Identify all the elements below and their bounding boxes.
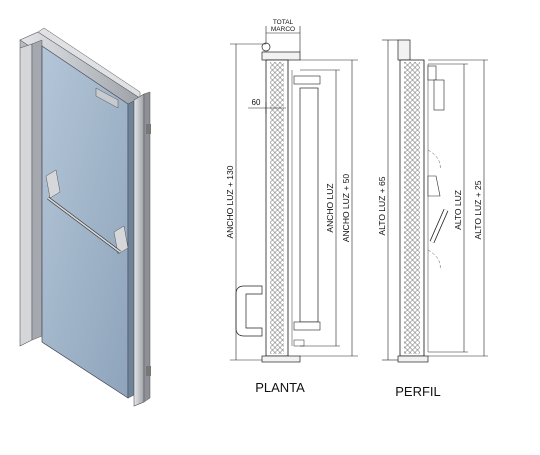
profile-title: PERFIL: [395, 384, 441, 399]
profile-insulation: [404, 62, 420, 354]
plan-frame-top: [261, 51, 301, 61]
door-closer: [95, 87, 119, 109]
hinge: [146, 124, 151, 134]
hinge: [146, 366, 151, 376]
plan-insulation: [270, 62, 284, 354]
plan-dim-60: 60: [252, 98, 261, 107]
door-isometric-view: [19, 27, 151, 407]
profile-closer: [427, 65, 437, 81]
plan-dim-inner: ANCHO LUZ + 50: [341, 174, 351, 243]
plan-dim-outer: ANCHO LUZ + 130: [225, 165, 235, 238]
profile-dim-inner: ALTO LUZ + 25: [473, 180, 483, 239]
door-frame-right-jamb: [133, 93, 145, 407]
profile-dim-outer: ALTO LUZ + 65: [377, 176, 387, 235]
profile-frame-top: [397, 39, 411, 61]
plan-title: PLANTA: [255, 380, 305, 395]
profile-view: ALTO LUZ + 65 ALTO LUZ ALTO LUZ + 25 PER…: [377, 39, 488, 399]
plan-panic-bar: [299, 87, 319, 323]
plan-dim-total-frame-line2: MARCO: [271, 26, 295, 33]
panic-bar: [45, 169, 129, 255]
plan-dim-total-frame-line1: TOTAL: [273, 19, 294, 26]
door-frame-left-jamb: [19, 43, 33, 347]
plan-pull-handle: [235, 285, 263, 337]
plan-view: TOTAL MARCO 60 ANCHO LUZ + 130 ANCHO LUZ…: [225, 19, 358, 395]
profile-dim-clear: ALTO LUZ: [453, 190, 463, 230]
plan-dim-clear: ANCHO LUZ: [325, 183, 335, 232]
